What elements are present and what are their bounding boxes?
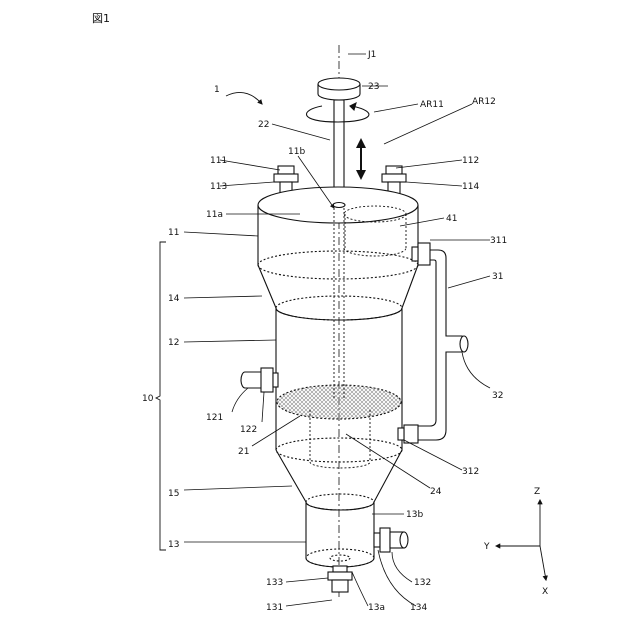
label-pipe312: 312	[462, 467, 479, 477]
label-axis-z: Z	[534, 487, 540, 497]
label-ar11: AR11	[420, 100, 444, 110]
label-port114: 114	[462, 182, 479, 192]
label-mid-body: 12	[168, 338, 179, 348]
device-arrow	[226, 92, 262, 104]
bottom-body-base	[306, 549, 374, 567]
label-inner24: 24	[430, 487, 442, 497]
coordinate-axes	[496, 500, 546, 580]
label-port113: 113	[210, 182, 227, 192]
label-port121: 121	[206, 413, 223, 423]
taper-15-front	[306, 502, 374, 510]
pipe-31	[398, 243, 468, 443]
label-port111: 111	[210, 156, 227, 166]
label-port112: 112	[462, 156, 479, 166]
label-branch32: 32	[492, 391, 503, 401]
label-ar12: AR12	[472, 97, 496, 107]
labels: 1 J1 23 AR11 AR12 22 11b 111 112 113 114…	[142, 50, 548, 613]
label-bottom-body: 13	[168, 540, 179, 550]
label-port131: 131	[266, 603, 283, 613]
port-131	[328, 566, 352, 592]
label-device: 1	[214, 85, 220, 95]
label-shaft: 22	[258, 120, 269, 130]
figure-label: 図1	[92, 12, 110, 25]
upper-body-11	[258, 187, 418, 279]
port-121	[241, 368, 278, 392]
bottom-hole	[330, 555, 350, 561]
label-pipe31: 31	[492, 272, 503, 282]
label-port134: 134	[410, 603, 427, 613]
label-bottom-face: 13a	[368, 603, 385, 613]
rotation-arrowhead	[350, 103, 356, 110]
label-port122: 122	[240, 425, 257, 435]
label-bottom-top: 13b	[406, 510, 423, 520]
bracket-10	[156, 242, 166, 550]
label-top-face: 11a	[206, 210, 223, 220]
label-port132: 132	[414, 578, 431, 588]
label-group10: 10	[142, 394, 154, 404]
label-shaft-hole: 11b	[288, 147, 305, 157]
port-132	[374, 528, 408, 552]
label-axis-y: Y	[483, 542, 490, 552]
label-taper15: 15	[168, 489, 179, 499]
label-port133: 133	[266, 578, 283, 588]
label-motor: 23	[368, 82, 379, 92]
label-axis-x: X	[542, 587, 548, 597]
label-inner41: 41	[446, 214, 457, 224]
label-upper-body: 11	[168, 228, 179, 238]
label-axis: J1	[367, 50, 376, 60]
label-taper14: 14	[168, 294, 180, 304]
mesh-21	[277, 385, 401, 419]
label-pipe311: 311	[490, 236, 507, 246]
label-mesh21: 21	[238, 447, 249, 457]
taper-14	[258, 265, 418, 308]
